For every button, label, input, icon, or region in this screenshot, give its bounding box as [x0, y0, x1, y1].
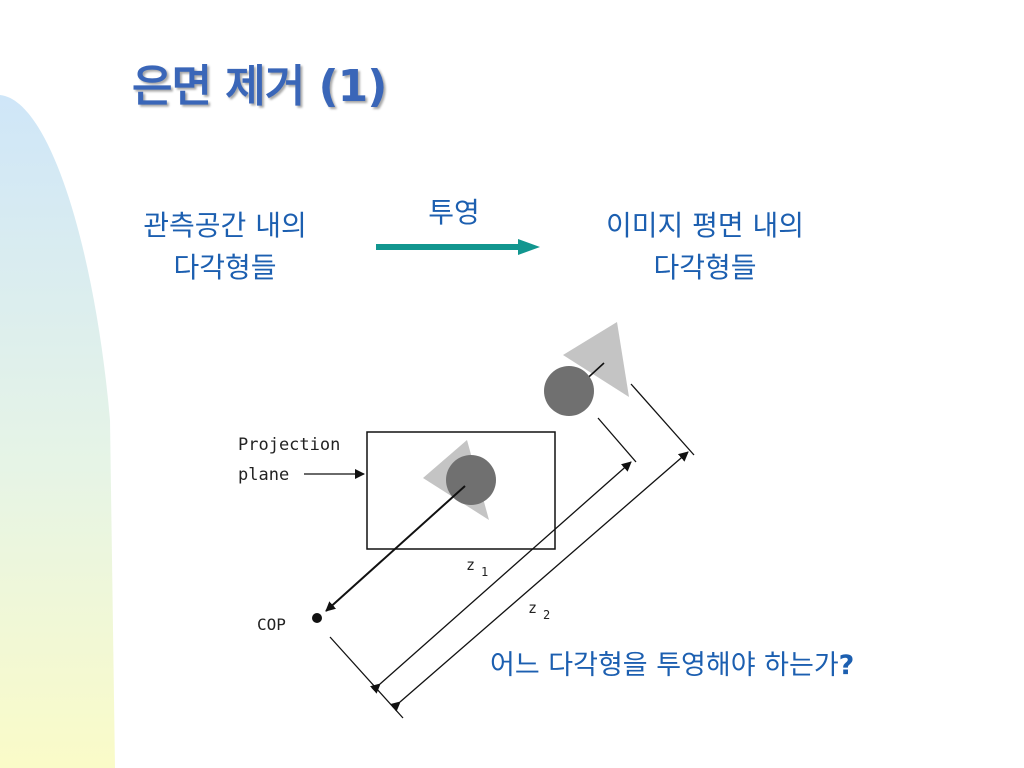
- z2-dimension-line: [389, 451, 689, 712]
- z2-subscript: 2: [543, 608, 550, 622]
- page-title: 은면 제거 (1): [132, 61, 387, 112]
- far-circle: [544, 366, 594, 416]
- projection-plane-label-line1: Projection: [238, 435, 340, 455]
- cop-point: [312, 613, 322, 623]
- extension-line-circle: [597, 417, 637, 463]
- projection-plane-label-line2: plane: [238, 465, 289, 485]
- question-mark: ?: [838, 650, 855, 681]
- image-plane-label-line2: 다각형들: [653, 251, 757, 284]
- view-space-polygons-label: 관측공간 내의 다각형들: [100, 205, 350, 289]
- view-space-label-line1: 관측공간 내의: [143, 209, 307, 242]
- extension-line-triangle: [630, 383, 695, 456]
- extension-line-cop: [329, 636, 404, 719]
- far-triangle: [563, 322, 629, 397]
- image-plane-polygons-label: 이미지 평면 내의 다각형들: [570, 205, 840, 289]
- cop-label: COP: [257, 615, 286, 634]
- view-space-label-line2: 다각형들: [173, 251, 277, 284]
- z1-label: z: [466, 556, 475, 574]
- image-plane-label-line1: 이미지 평면 내의: [605, 209, 805, 242]
- z2-label: z: [528, 599, 537, 617]
- question-body: 어느 다각형을 투영해야 하는가: [490, 650, 839, 681]
- z1-subscript: 1: [481, 565, 488, 579]
- question-text: 어느 다각형을 투영해야 하는가?: [490, 645, 990, 687]
- side-gradient-band: [0, 95, 115, 768]
- projection-arrow-label: 투영: [428, 196, 480, 229]
